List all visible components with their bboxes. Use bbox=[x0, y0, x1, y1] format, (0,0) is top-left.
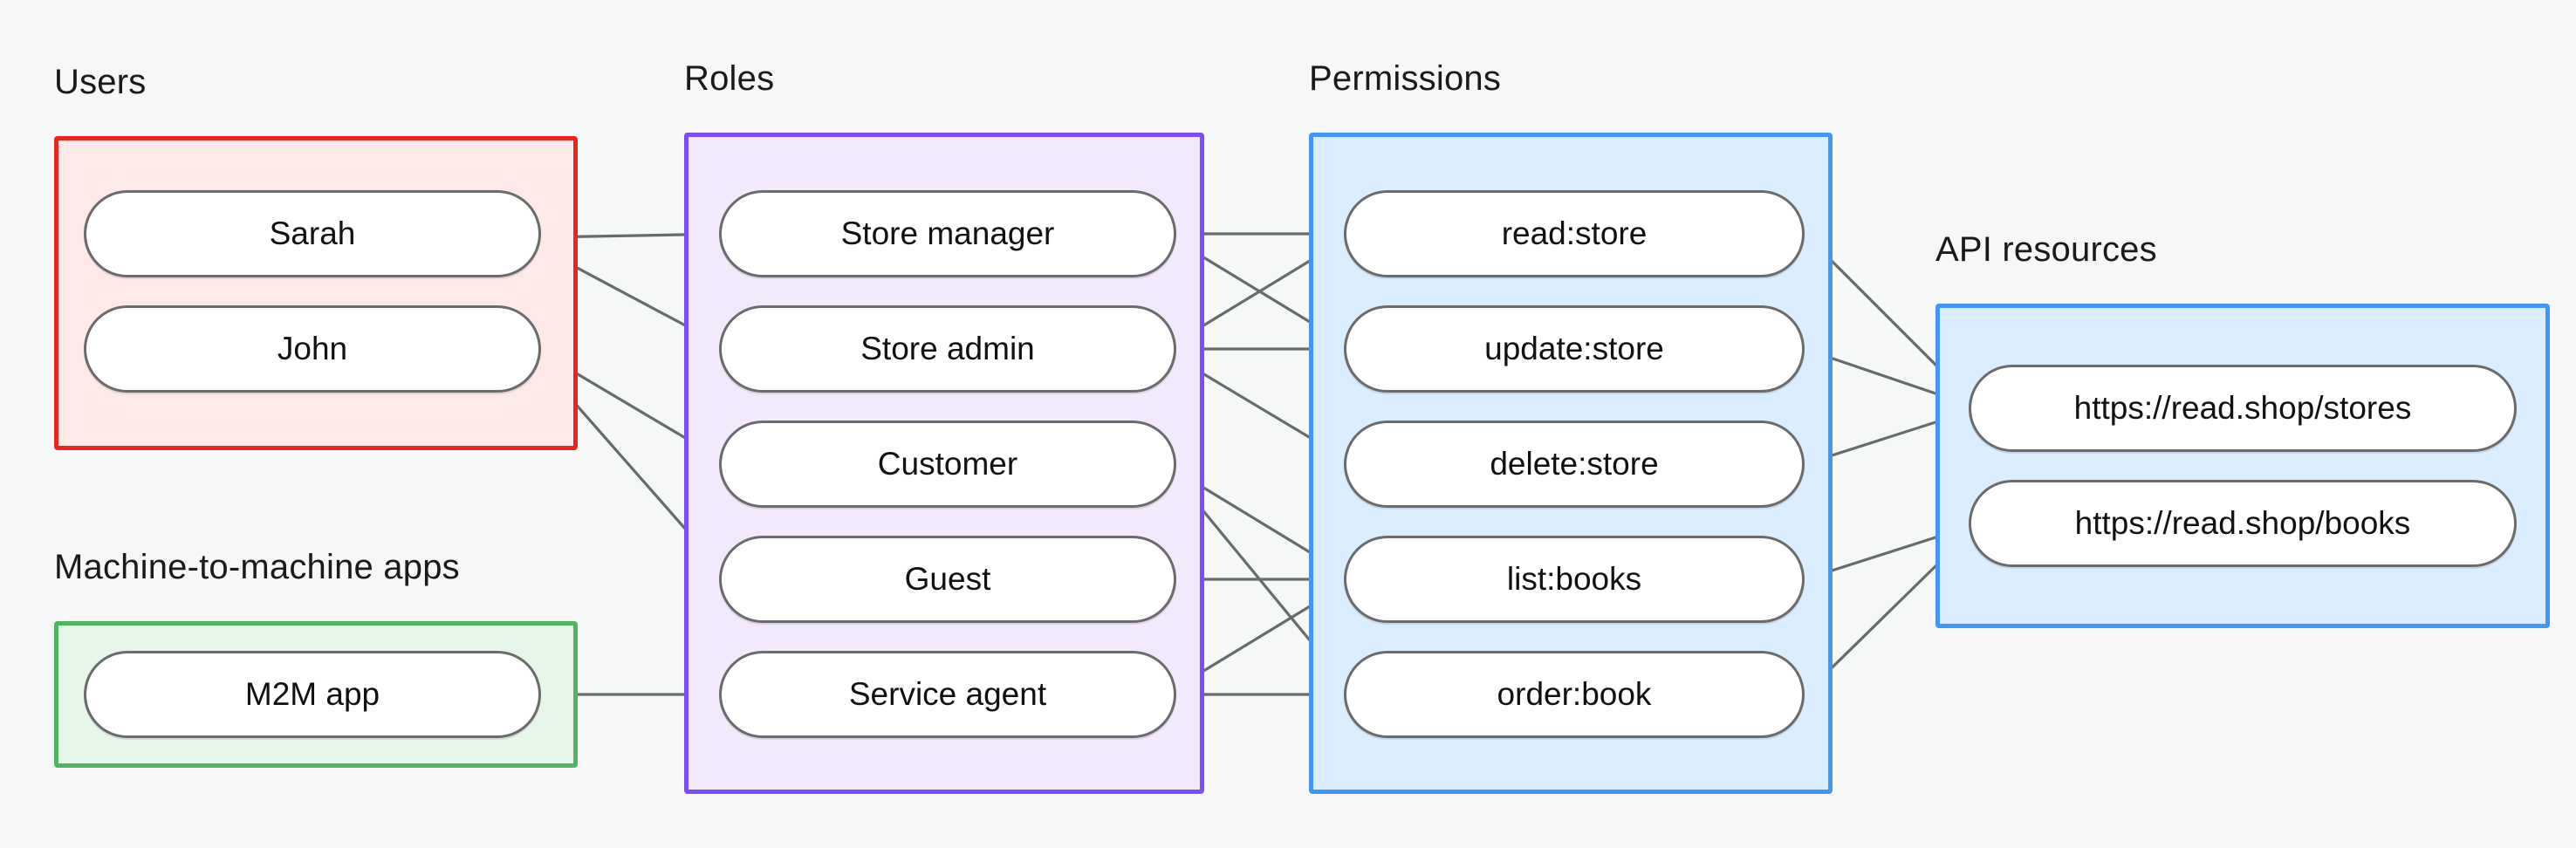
node-perm-delete-store[interactable]: delete:store bbox=[1344, 421, 1805, 508]
group-box-users bbox=[54, 136, 578, 450]
node-api-stores[interactable]: https://read.shop/stores bbox=[1969, 365, 2517, 452]
group-label-roles: Roles bbox=[684, 59, 775, 98]
group-box-api-resources bbox=[1935, 304, 2550, 628]
node-role-service-agent[interactable]: Service agent bbox=[719, 651, 1176, 738]
node-user-sarah[interactable]: Sarah bbox=[84, 190, 541, 277]
node-perm-list-books[interactable]: list:books bbox=[1344, 536, 1805, 623]
group-label-m2m: Machine-to-machine apps bbox=[54, 548, 460, 586]
node-perm-update-store[interactable]: update:store bbox=[1344, 305, 1805, 393]
group-label-users: Users bbox=[54, 63, 147, 101]
node-user-john[interactable]: John bbox=[84, 305, 541, 393]
node-role-customer[interactable]: Customer bbox=[719, 421, 1176, 508]
group-label-api-resources: API resources bbox=[1935, 230, 2157, 269]
node-role-store-admin[interactable]: Store admin bbox=[719, 305, 1176, 393]
node-perm-order-book[interactable]: order:book bbox=[1344, 651, 1805, 738]
node-role-store-manager[interactable]: Store manager bbox=[719, 190, 1176, 277]
node-role-guest[interactable]: Guest bbox=[719, 536, 1176, 623]
node-m2m-app[interactable]: M2M app bbox=[84, 651, 541, 738]
node-api-books[interactable]: https://read.shop/books bbox=[1969, 480, 2517, 567]
node-perm-read-store[interactable]: read:store bbox=[1344, 190, 1805, 277]
group-label-permissions: Permissions bbox=[1309, 59, 1502, 98]
